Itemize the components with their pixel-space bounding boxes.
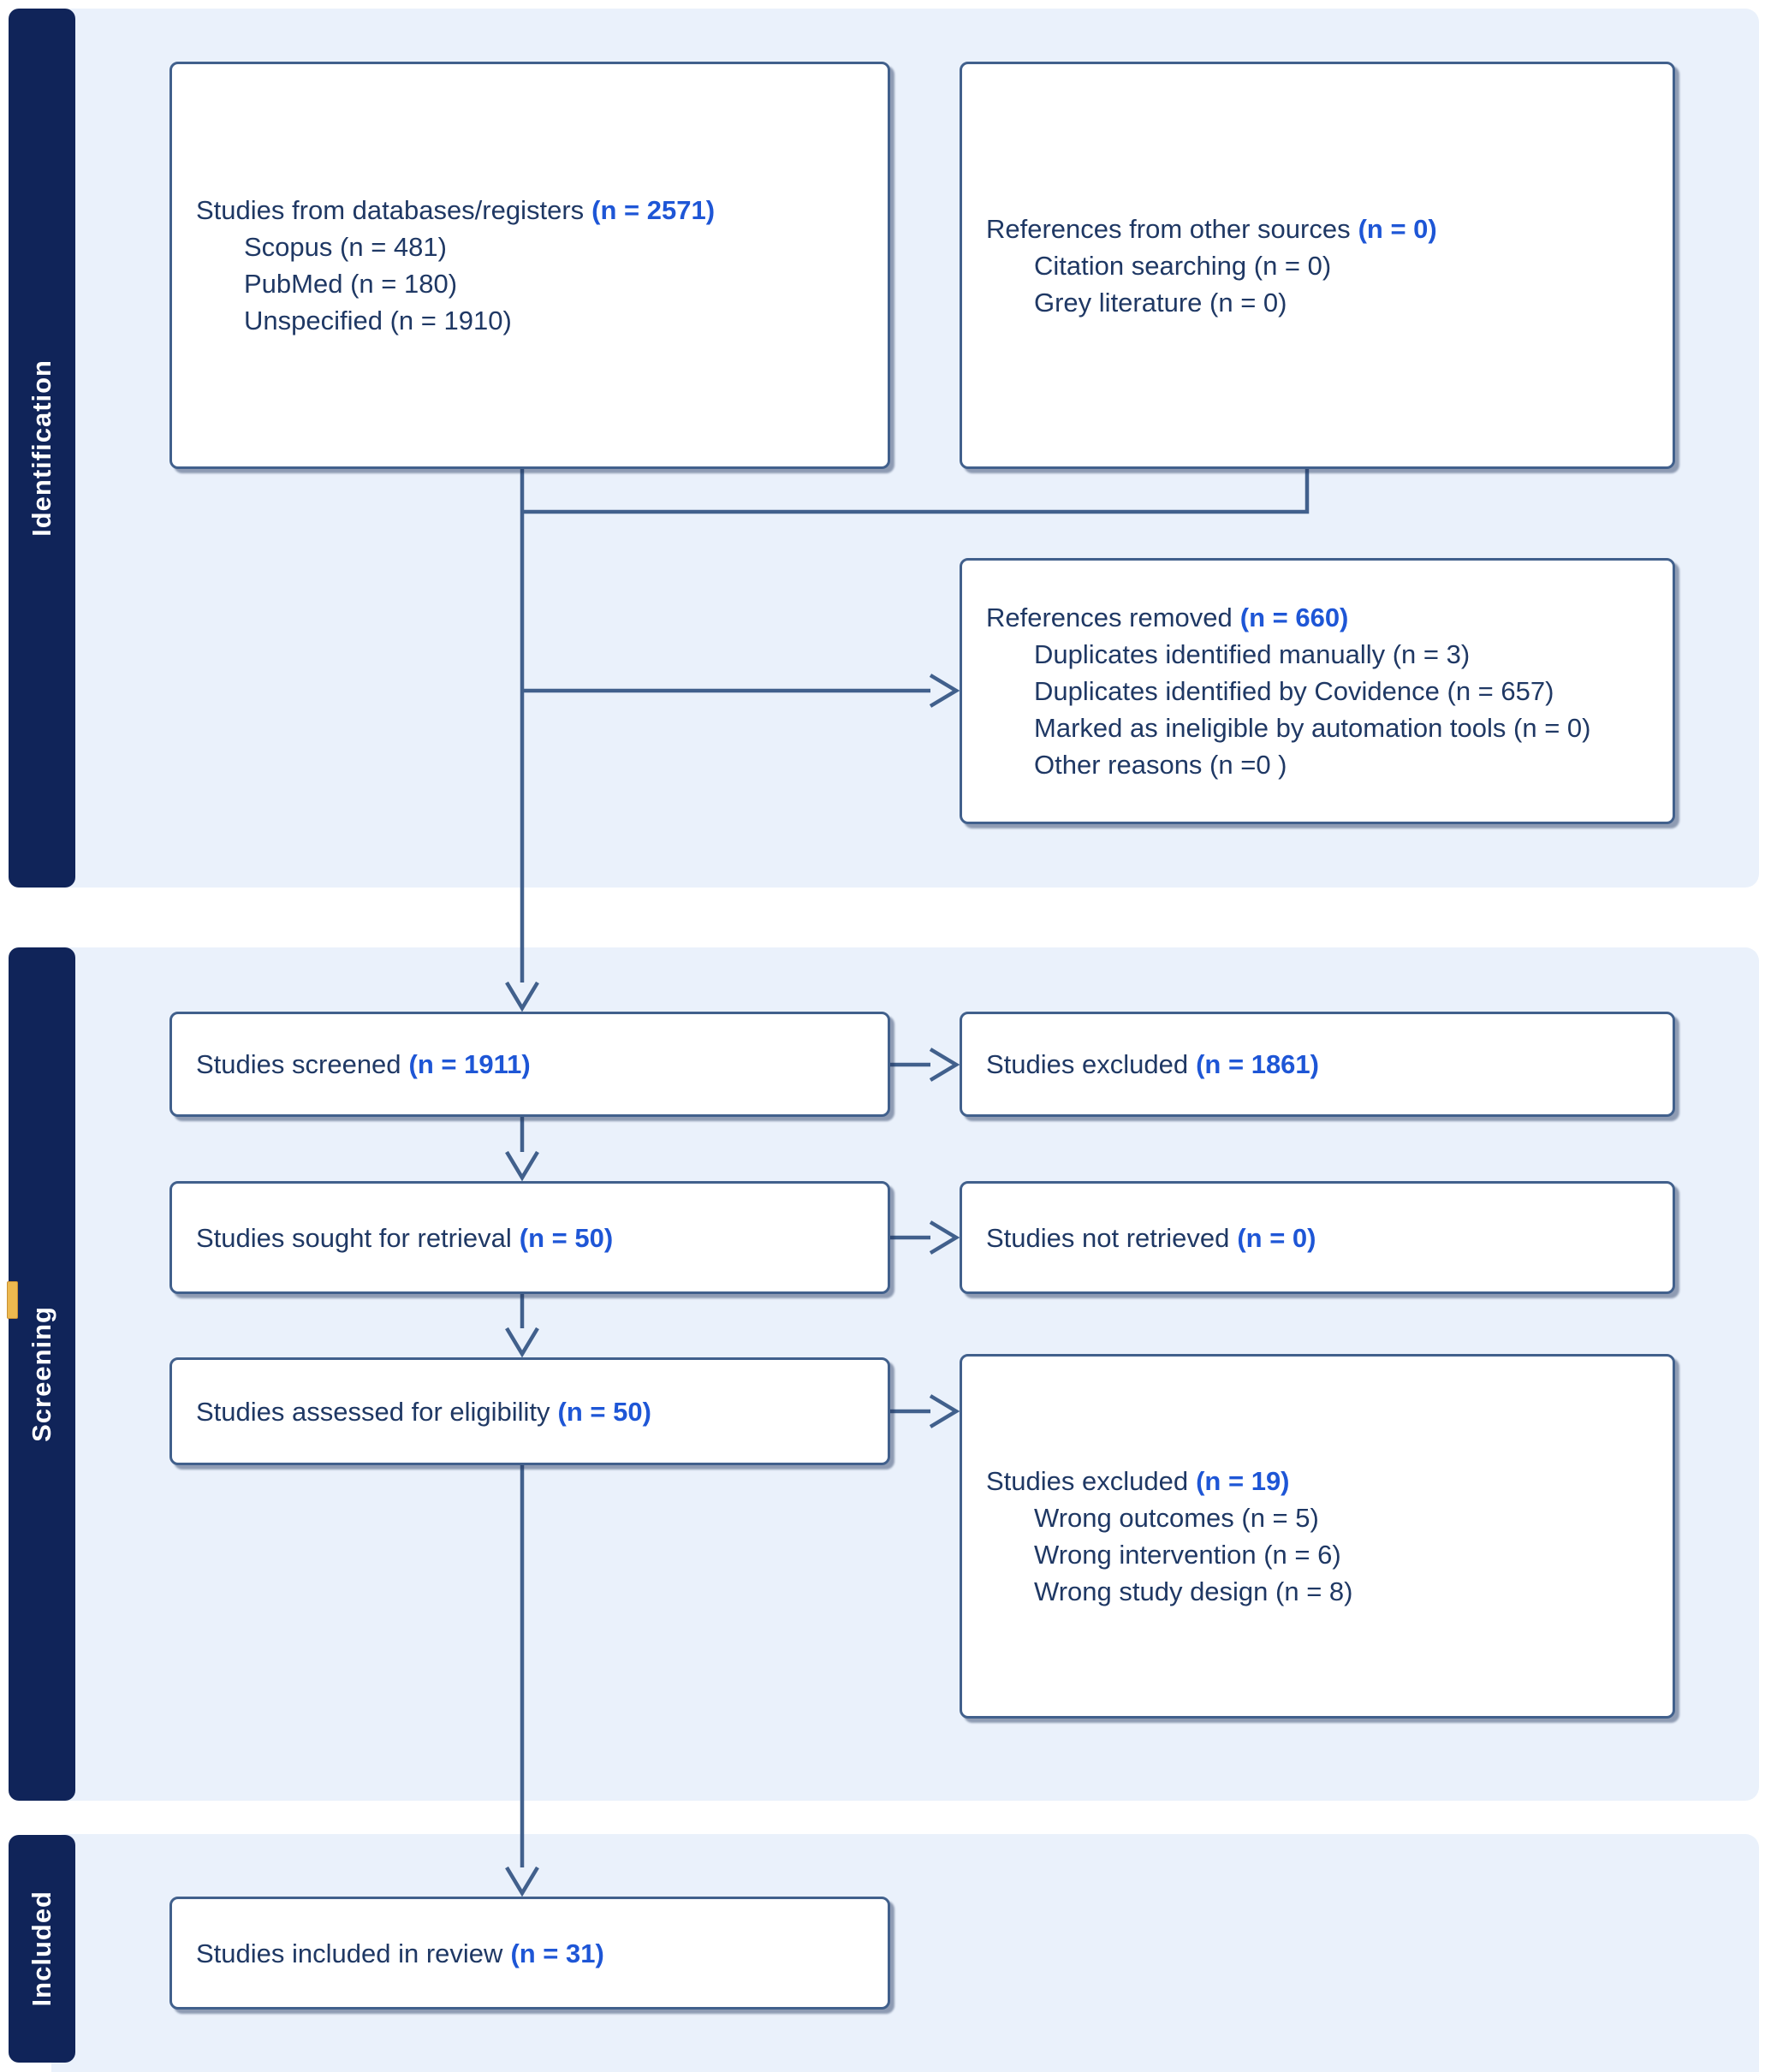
count-badge: (n = 1911): [408, 1049, 531, 1079]
list-item: Grey literature (n = 0): [1034, 287, 1287, 318]
box-references-removed: References removed(n = 660) Duplicates i…: [960, 558, 1675, 824]
box-studies-assessed-eligibility: Studies assessed for eligibility(n = 50): [169, 1357, 890, 1465]
identification-sidebar-bar: Identification: [9, 9, 75, 888]
box-studies-included-review: Studies included in review(n = 31): [169, 1897, 890, 2010]
included-sidebar-bar: Included: [9, 1835, 75, 2063]
box-title: Studies screened(n = 1911): [196, 1049, 531, 1079]
list-item: Duplicates identified manually (n = 3): [1034, 639, 1471, 669]
screening-label: Screening: [27, 1306, 56, 1442]
highlight-mark: [7, 1281, 18, 1319]
box-title: References removed(n = 660): [986, 603, 1349, 632]
box-studies-screened: Studies screened(n = 1911): [169, 1012, 890, 1117]
identification-label: Identification: [27, 359, 56, 537]
box-title: Studies sought for retrieval(n = 50): [196, 1222, 614, 1253]
box-title: Studies excluded(n = 19): [986, 1466, 1290, 1496]
list-item: PubMed (n = 180): [244, 269, 458, 299]
count-badge: (n = 0): [1358, 213, 1437, 244]
box-studies-sought-retrieval: Studies sought for retrieval(n = 50): [169, 1181, 890, 1294]
box-title: Studies from databases/registers(n = 257…: [196, 195, 716, 225]
box-other-sources: References from other sources(n = 0) Cit…: [960, 62, 1675, 469]
list-item: Other reasons (n =0 ): [1034, 750, 1287, 780]
list-item: Duplicates identified by Covidence (n = …: [1034, 676, 1554, 706]
count-badge: (n = 2571): [591, 195, 716, 225]
box-studies-not-retrieved: Studies not retrieved(n = 0): [960, 1181, 1675, 1294]
list-item: Wrong study design (n = 8): [1034, 1576, 1353, 1606]
list-item: Unspecified (n = 1910): [244, 306, 512, 335]
count-badge: (n = 0): [1237, 1222, 1316, 1253]
box-title: Studies included in review(n = 31): [196, 1938, 604, 1968]
box-title: Studies excluded(n = 1861): [986, 1049, 1319, 1079]
count-badge: (n = 50): [519, 1222, 614, 1253]
count-badge: (n = 31): [510, 1938, 604, 1968]
list-item: Citation searching (n = 0): [1034, 250, 1332, 281]
list-item: Wrong outcomes (n = 5): [1034, 1503, 1319, 1533]
list-item: Marked as ineligible by automation tools…: [1034, 713, 1591, 743]
box-title: References from other sources(n = 0): [986, 213, 1437, 244]
box-studies-excluded-screening: Studies excluded(n = 1861): [960, 1012, 1675, 1117]
count-badge: (n = 660): [1239, 603, 1349, 632]
box-databases-registers: Studies from databases/registers(n = 257…: [169, 62, 890, 469]
screening-sidebar-bar: Screening: [9, 947, 75, 1801]
count-badge: (n = 1861): [1196, 1049, 1319, 1079]
list-item: Scopus (n = 481): [244, 232, 447, 262]
box-title: Studies not retrieved(n = 0): [986, 1222, 1316, 1253]
box-title: Studies assessed for eligibility(n = 50): [196, 1396, 651, 1427]
list-item: Wrong intervention (n = 6): [1034, 1540, 1341, 1570]
count-badge: (n = 19): [1196, 1466, 1290, 1496]
included-label: Included: [27, 1891, 56, 2007]
count-badge: (n = 50): [557, 1396, 651, 1427]
box-studies-excluded-eligibility: Studies excluded(n = 19) Wrong outcomes …: [960, 1354, 1675, 1719]
